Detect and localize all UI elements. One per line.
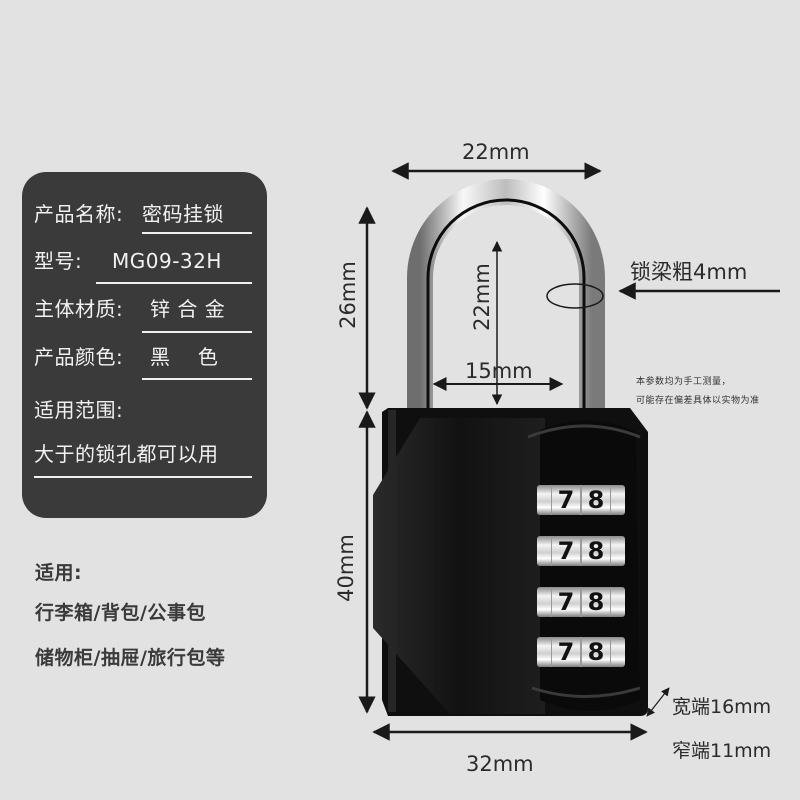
model-value: MG09-32H: [112, 249, 222, 273]
thickness-ring: [546, 283, 604, 309]
shackle: [407, 179, 605, 420]
model-label: 型号:: [34, 249, 83, 273]
measurement-note-line-2: 可能存在偏差具体以实物为准: [636, 396, 760, 406]
combination-dial-1[interactable]: 7 8: [537, 485, 625, 515]
label-wide-end: 宽端16mm: [672, 696, 772, 718]
divider: [142, 331, 252, 333]
color-value: 黑 色: [150, 345, 219, 369]
dial-digit: 7: [551, 637, 581, 667]
spec-panel: 产品名称: 密码挂锁 型号: MG09-32H 主体材质: 锌 合 金 产品颜色…: [22, 172, 267, 518]
label-body-height: 40mm: [333, 534, 358, 602]
scope-label: 适用范围:: [34, 398, 124, 422]
label-narrow-end: 窄端11mm: [672, 740, 772, 762]
divider: [96, 282, 252, 284]
divider: [142, 232, 252, 234]
dial-digit: 7: [551, 536, 581, 566]
usage-line-2: 储物柜/抽屉/旅行包等: [35, 647, 226, 669]
usage-title: 适用:: [35, 562, 83, 584]
dial-digit: 7: [551, 587, 581, 617]
scope-value: 大于的锁孔都可以用: [34, 442, 219, 466]
label-shackle-thickness: 锁梁粗4mm: [630, 260, 748, 284]
dimension-line-wide-end: [646, 687, 670, 717]
dial-digit: 7: [551, 485, 581, 515]
label-shackle-height: 26mm: [335, 261, 360, 329]
dial-digit: 8: [581, 485, 611, 515]
material-value: 锌 合 金: [150, 297, 226, 321]
combination-dial-3[interactable]: 7 8: [537, 587, 625, 617]
product-name-value: 密码挂锁: [142, 202, 224, 226]
measurement-note-line-1: 本参数均为手工测量，: [636, 377, 732, 387]
combination-dial-4[interactable]: 7 8: [537, 637, 625, 667]
product-name-label: 产品名称:: [34, 202, 124, 226]
divider: [142, 378, 252, 380]
material-label: 主体材质:: [34, 297, 124, 321]
label-shackle-width: 22mm: [462, 140, 530, 164]
label-inner-height: 22mm: [469, 263, 494, 331]
dial-digit: 8: [581, 637, 611, 667]
divider: [34, 476, 252, 478]
dial-digit: 8: [581, 536, 611, 566]
label-inner-width: 15mm: [465, 359, 533, 383]
dial-digit: 8: [581, 587, 611, 617]
color-label: 产品颜色:: [34, 345, 124, 369]
usage-line-1: 行李箱/背包/公事包: [35, 602, 206, 624]
label-body-width: 32mm: [466, 752, 534, 776]
combination-dial-2[interactable]: 7 8: [537, 536, 625, 566]
